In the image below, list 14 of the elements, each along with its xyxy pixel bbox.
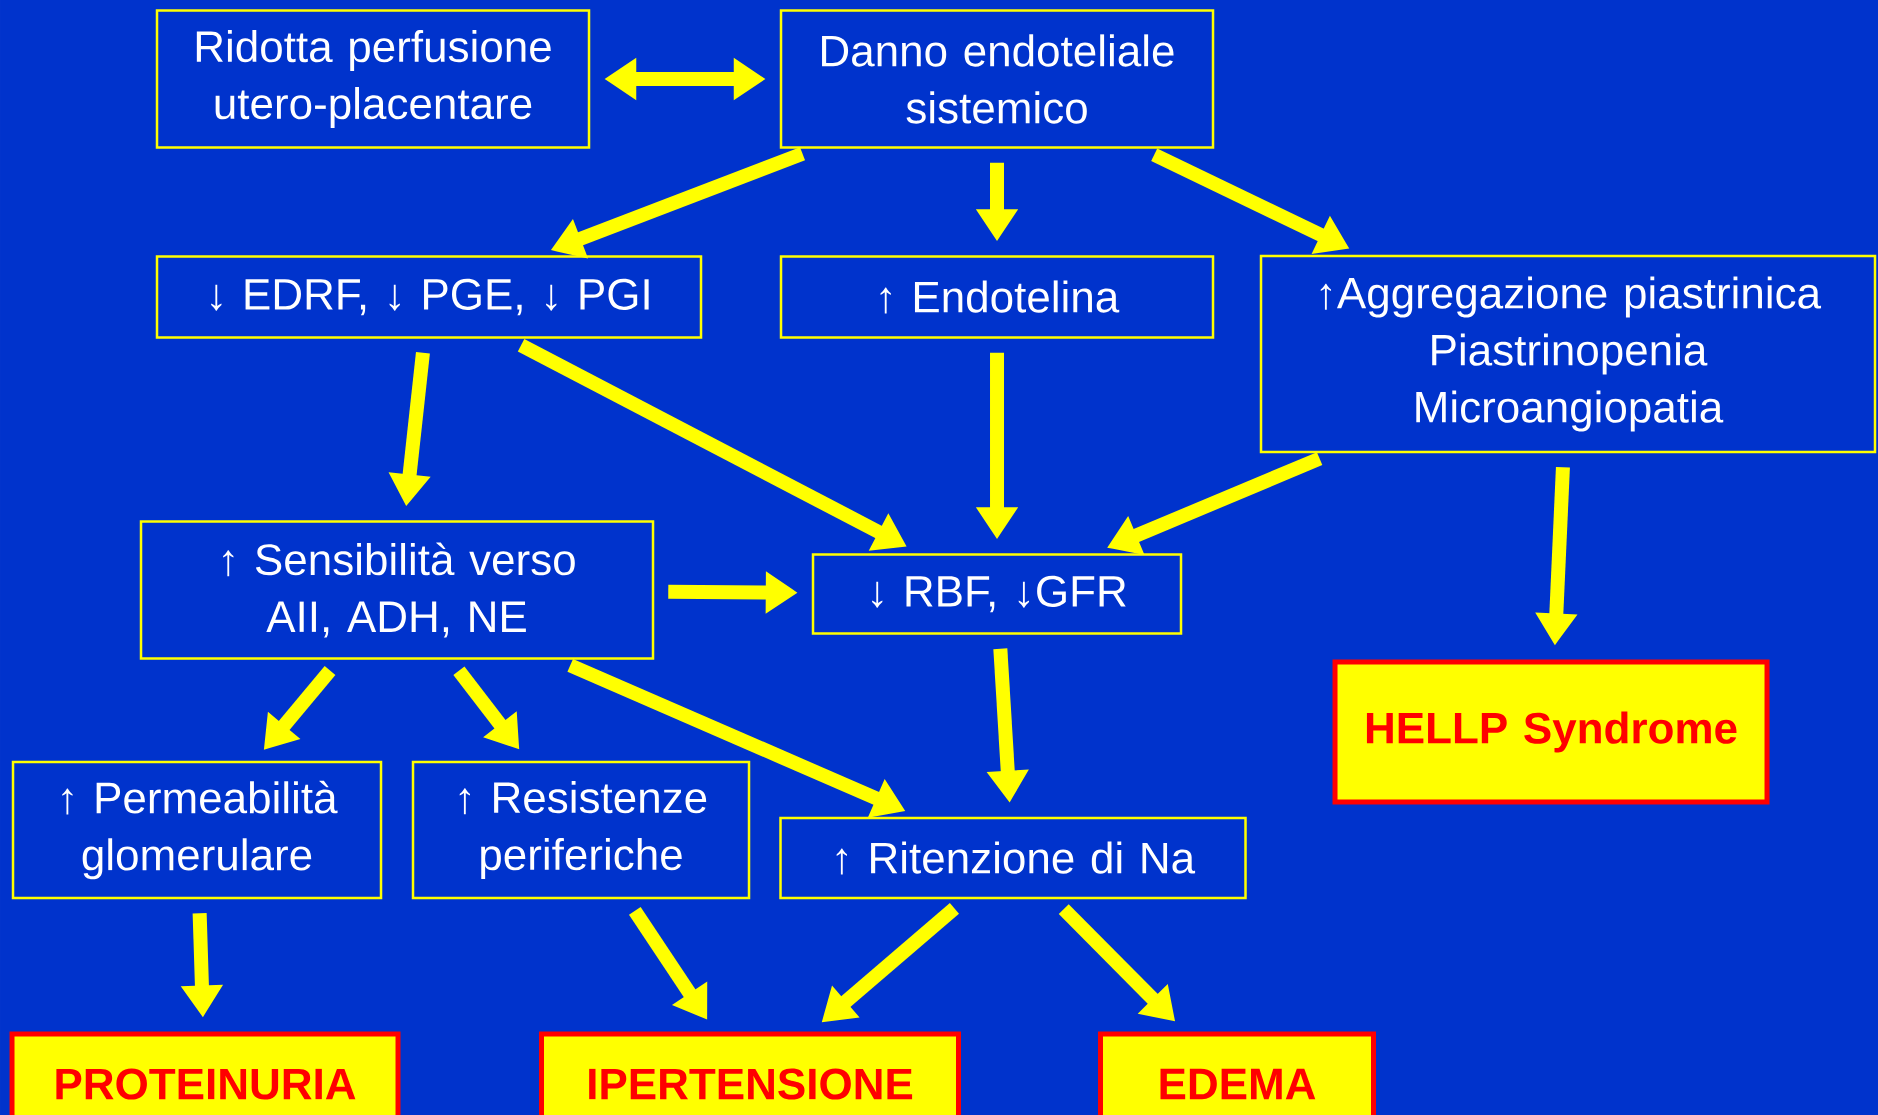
outcome-box: IPERTENSIONE: [539, 1031, 961, 1115]
process-box: ↑Aggregazione piastrinica Piastrinopenia Microangiopatia: [1259, 254, 1877, 454]
process-box: Ridotta perfusione utero-placentare: [155, 9, 591, 149]
outcome-box: HELLP Syndrome: [1332, 659, 1770, 805]
process-box: ↑ Resistenze periferiche: [411, 760, 751, 900]
process-box: ↑ Endotelina: [779, 255, 1215, 339]
process-box: ↑ Sensibilità verso AII, ADH, NE: [139, 520, 655, 660]
process-box: ↑ Permeabilità glomerulare: [11, 760, 383, 900]
process-box: ↓ RBF, ↓GFR: [811, 553, 1183, 635]
process-box: ↑ Ritenzione di Na: [779, 816, 1247, 900]
process-box: Danno endoteliale sistemico: [779, 9, 1215, 149]
outcome-box: EDEMA: [1098, 1031, 1376, 1115]
outcome-box: PROTEINURIA: [9, 1031, 401, 1115]
process-box: ↓ EDRF, ↓ PGE, ↓ PGI: [155, 255, 703, 339]
